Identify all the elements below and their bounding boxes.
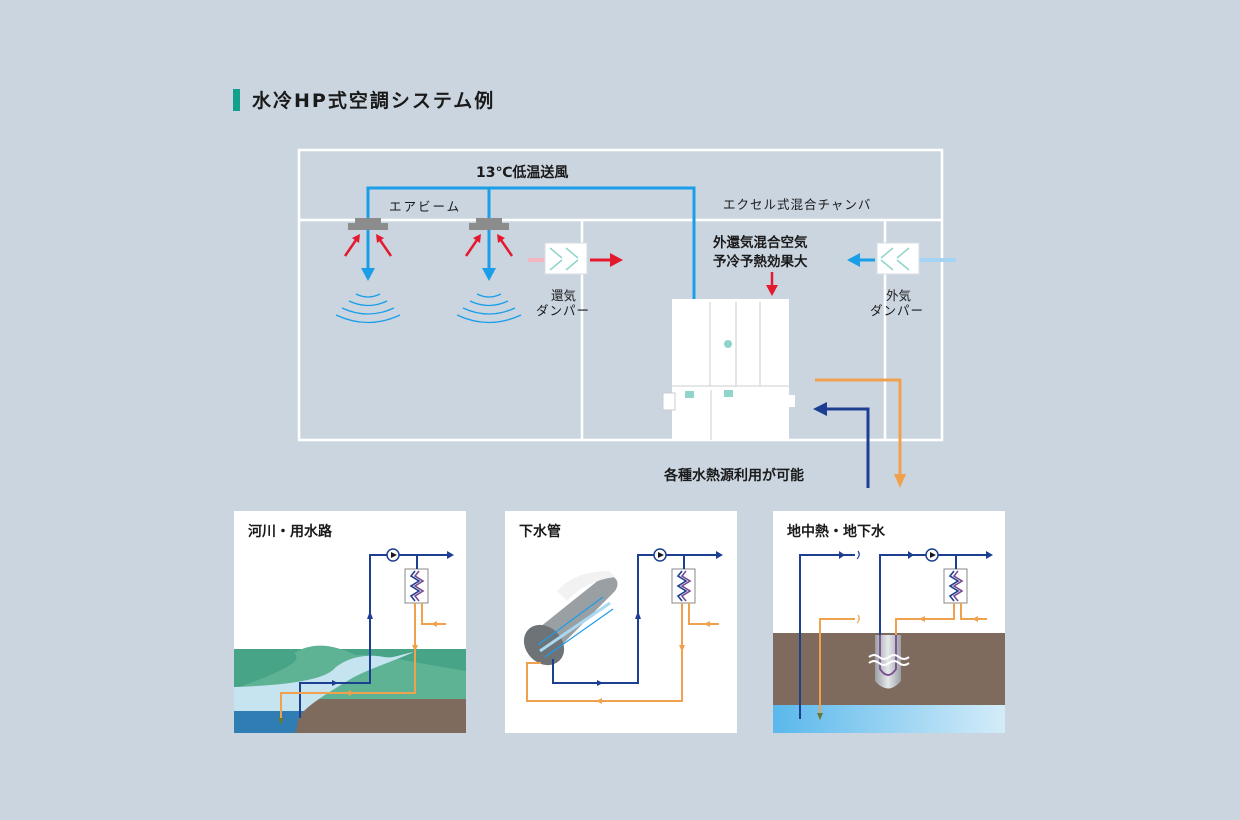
air-beam-unit-1 <box>335 218 401 324</box>
outdoor-damper-label-1: 外気 <box>886 288 912 303</box>
heat-pump-unit <box>662 299 795 440</box>
river-illustration <box>234 548 466 733</box>
chamber-label: エクセル式混合チャンバ <box>723 197 872 212</box>
page-title-text: 水冷HP式空調システム例 <box>252 90 496 112</box>
mixing-label-1: 外還気混合空気 <box>713 235 808 251</box>
return-water-pipe <box>815 378 906 488</box>
page-title: 水冷HP式空調システム例 <box>233 86 495 113</box>
mixing-label-2: 予冷予熱効果大 <box>713 254 808 270</box>
panel-sewer: 下水管 <box>505 511 737 733</box>
supply-water-pipe <box>813 402 870 488</box>
air-beam-label: エアビーム <box>389 199 462 214</box>
sewer-illustration <box>523 548 723 704</box>
mixed-air-arrow <box>766 272 778 296</box>
system-diagram <box>297 148 956 488</box>
panel-river: 河川・用水路 <box>234 511 466 733</box>
outdoor-damper <box>847 242 956 275</box>
panel-ground: 地中熱・地下水 <box>773 511 1005 733</box>
return-damper <box>528 242 623 275</box>
title-accent-bar <box>233 88 240 111</box>
supply-air-label: 13℃低温送風 <box>476 165 569 181</box>
return-damper-label-1: 還気 <box>551 288 577 303</box>
panel-title-sewer: 下水管 <box>519 524 561 540</box>
outdoor-damper-label-2: ダンパー <box>870 303 925 318</box>
supply-air-duct <box>366 186 696 300</box>
panel-title-ground: 地中熱・地下水 <box>787 524 885 540</box>
air-beam-unit-2 <box>456 218 522 324</box>
return-damper-label-2: ダンパー <box>536 303 591 318</box>
heat-source-label: 各種水熱源利用が可能 <box>664 468 804 484</box>
panel-title-river: 河川・用水路 <box>248 524 332 540</box>
ground-illustration <box>773 548 1005 733</box>
